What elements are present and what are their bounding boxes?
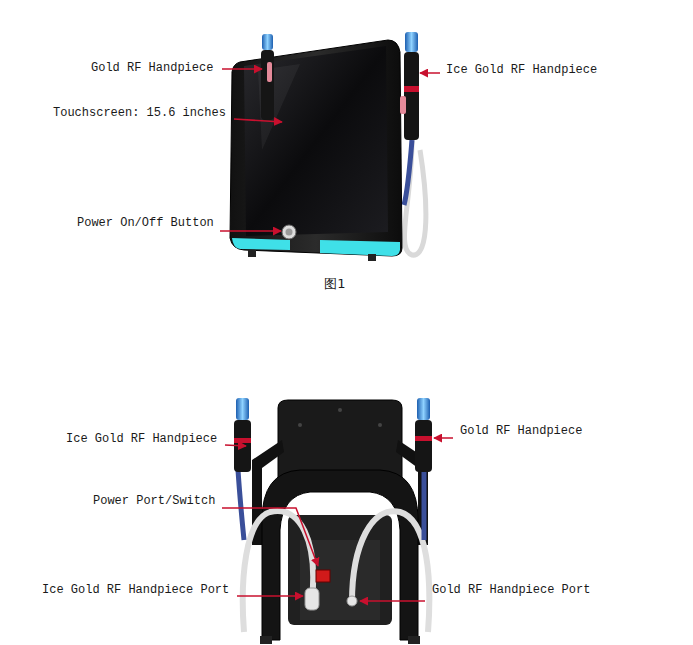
cable	[243, 511, 313, 632]
back-view	[222, 398, 453, 644]
device-back	[278, 400, 402, 478]
cable	[404, 140, 412, 205]
leader-line	[420, 72, 440, 74]
part-label: Ice Gold RF Handpiece Port	[42, 583, 229, 597]
foot	[368, 254, 376, 261]
touchscreen	[244, 46, 388, 236]
handpiece-band	[267, 62, 272, 82]
light-strip	[320, 240, 400, 256]
part-label: Gold RF Handpiece	[91, 61, 213, 75]
part-label: Power Port/Switch	[93, 494, 215, 508]
leader-line	[434, 437, 453, 439]
part-label: Gold RF Handpiece Port	[432, 583, 590, 597]
part-label: Ice Gold RF Handpiece	[446, 63, 597, 77]
power-button	[286, 229, 293, 236]
device-base	[262, 470, 418, 640]
handpiece-port	[347, 596, 357, 606]
screw	[298, 423, 302, 427]
handpiece-tip	[417, 398, 430, 420]
part-label: Touchscreen: 15.6 inches	[53, 106, 226, 120]
leader-line	[222, 68, 262, 70]
front-view	[220, 32, 440, 261]
handpiece-band	[415, 436, 432, 441]
power-button	[282, 225, 296, 239]
handpiece	[261, 34, 274, 120]
handpiece-port	[305, 588, 319, 610]
part-label: Power On/Off Button	[77, 216, 214, 230]
leader-line	[360, 600, 425, 602]
handpiece-tip	[405, 32, 418, 52]
part-label: Ice Gold RF Handpiece	[66, 432, 217, 446]
handpiece-body	[404, 52, 419, 140]
device-body	[230, 40, 402, 256]
handpiece	[415, 398, 432, 472]
handpiece-band	[404, 86, 419, 92]
screw	[378, 423, 382, 427]
leader-line	[237, 595, 303, 597]
leader-line	[225, 445, 246, 446]
handpiece	[234, 398, 251, 472]
handpiece-tip	[236, 398, 249, 420]
handpiece-band	[234, 438, 251, 443]
foot	[408, 636, 420, 644]
cable	[352, 511, 429, 632]
handpiece-body	[261, 50, 274, 120]
light-strip	[232, 238, 290, 250]
foot	[260, 636, 272, 644]
figure-caption: 图1	[324, 276, 345, 292]
cable	[238, 470, 244, 540]
foot	[248, 250, 256, 257]
leader-line	[220, 230, 281, 232]
handpiece-tip	[262, 34, 273, 50]
handpiece-body	[415, 420, 432, 472]
leader-line	[234, 119, 282, 122]
handpiece	[400, 32, 419, 140]
part-label: Gold RF Handpiece	[460, 424, 582, 438]
power-switch	[316, 570, 330, 582]
cable	[422, 470, 427, 540]
leader-line	[222, 508, 318, 566]
handpiece-band	[400, 96, 406, 114]
cable	[404, 140, 425, 255]
screw	[338, 408, 342, 412]
